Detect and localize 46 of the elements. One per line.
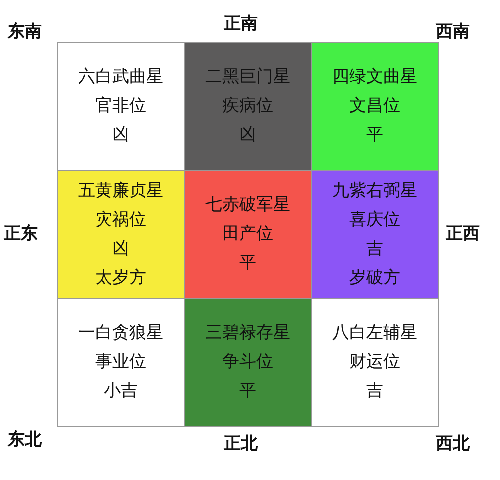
cell-text: 文昌位 (350, 95, 400, 118)
cell-text: 财运位 (350, 351, 400, 374)
cell-text: 争斗位 (222, 351, 274, 374)
cell-text: 八白左辅星 (332, 322, 418, 345)
cell-text: 凶 (112, 124, 130, 147)
cell-text: 吉 (366, 380, 384, 403)
grid-cell (57, 42, 185, 171)
cell-text: 凶 (240, 124, 256, 147)
cell-text: 平 (240, 252, 256, 275)
cell-text: 五黄廉贞星 (78, 180, 164, 202)
cell-text: 官非位 (96, 95, 146, 118)
direction-label: 西南 (436, 21, 470, 43)
cell-text: 田产位 (222, 223, 274, 246)
grid-cell (311, 170, 439, 299)
grid-cell (184, 170, 312, 299)
cell-text: 太岁方 (96, 266, 146, 290)
grid-cell (311, 42, 439, 171)
cell-text: 九紫右弼星 (332, 180, 418, 202)
cell-text: 三碧禄存星 (206, 322, 290, 345)
cell-text: 岁破方 (350, 266, 400, 290)
grid-cell (57, 170, 185, 299)
grid-cell (57, 298, 185, 427)
direction-label: 正南 (224, 13, 258, 35)
cell-text: 事业位 (96, 351, 146, 374)
cell-text: 小吉 (104, 380, 138, 403)
grid-cell (184, 298, 312, 427)
cell-text: 六白武曲星 (78, 66, 164, 89)
direction-label: 正西 (446, 223, 480, 245)
cell-text: 一白贪狼星 (78, 322, 164, 345)
cell-text: 二黑巨门星 (206, 66, 290, 89)
direction-label: 正东 (4, 223, 38, 245)
cell-text: 灾祸位 (96, 208, 146, 232)
cell-text: 凶 (112, 238, 130, 260)
cell-text: 平 (366, 124, 384, 147)
cell-text: 吉 (366, 238, 384, 260)
direction-label: 正北 (224, 433, 258, 455)
direction-label: 东北 (8, 429, 42, 451)
direction-label: 西北 (436, 433, 470, 455)
grid-cell (184, 42, 312, 171)
direction-label: 东南 (8, 21, 42, 43)
cell-text: 四绿文曲星 (332, 66, 418, 89)
cell-text: 喜庆位 (350, 208, 400, 232)
cell-text: 疾病位 (222, 95, 274, 118)
cell-text: 七赤破军星 (206, 194, 290, 217)
grid-cell (311, 298, 439, 427)
cell-text: 平 (240, 380, 256, 403)
